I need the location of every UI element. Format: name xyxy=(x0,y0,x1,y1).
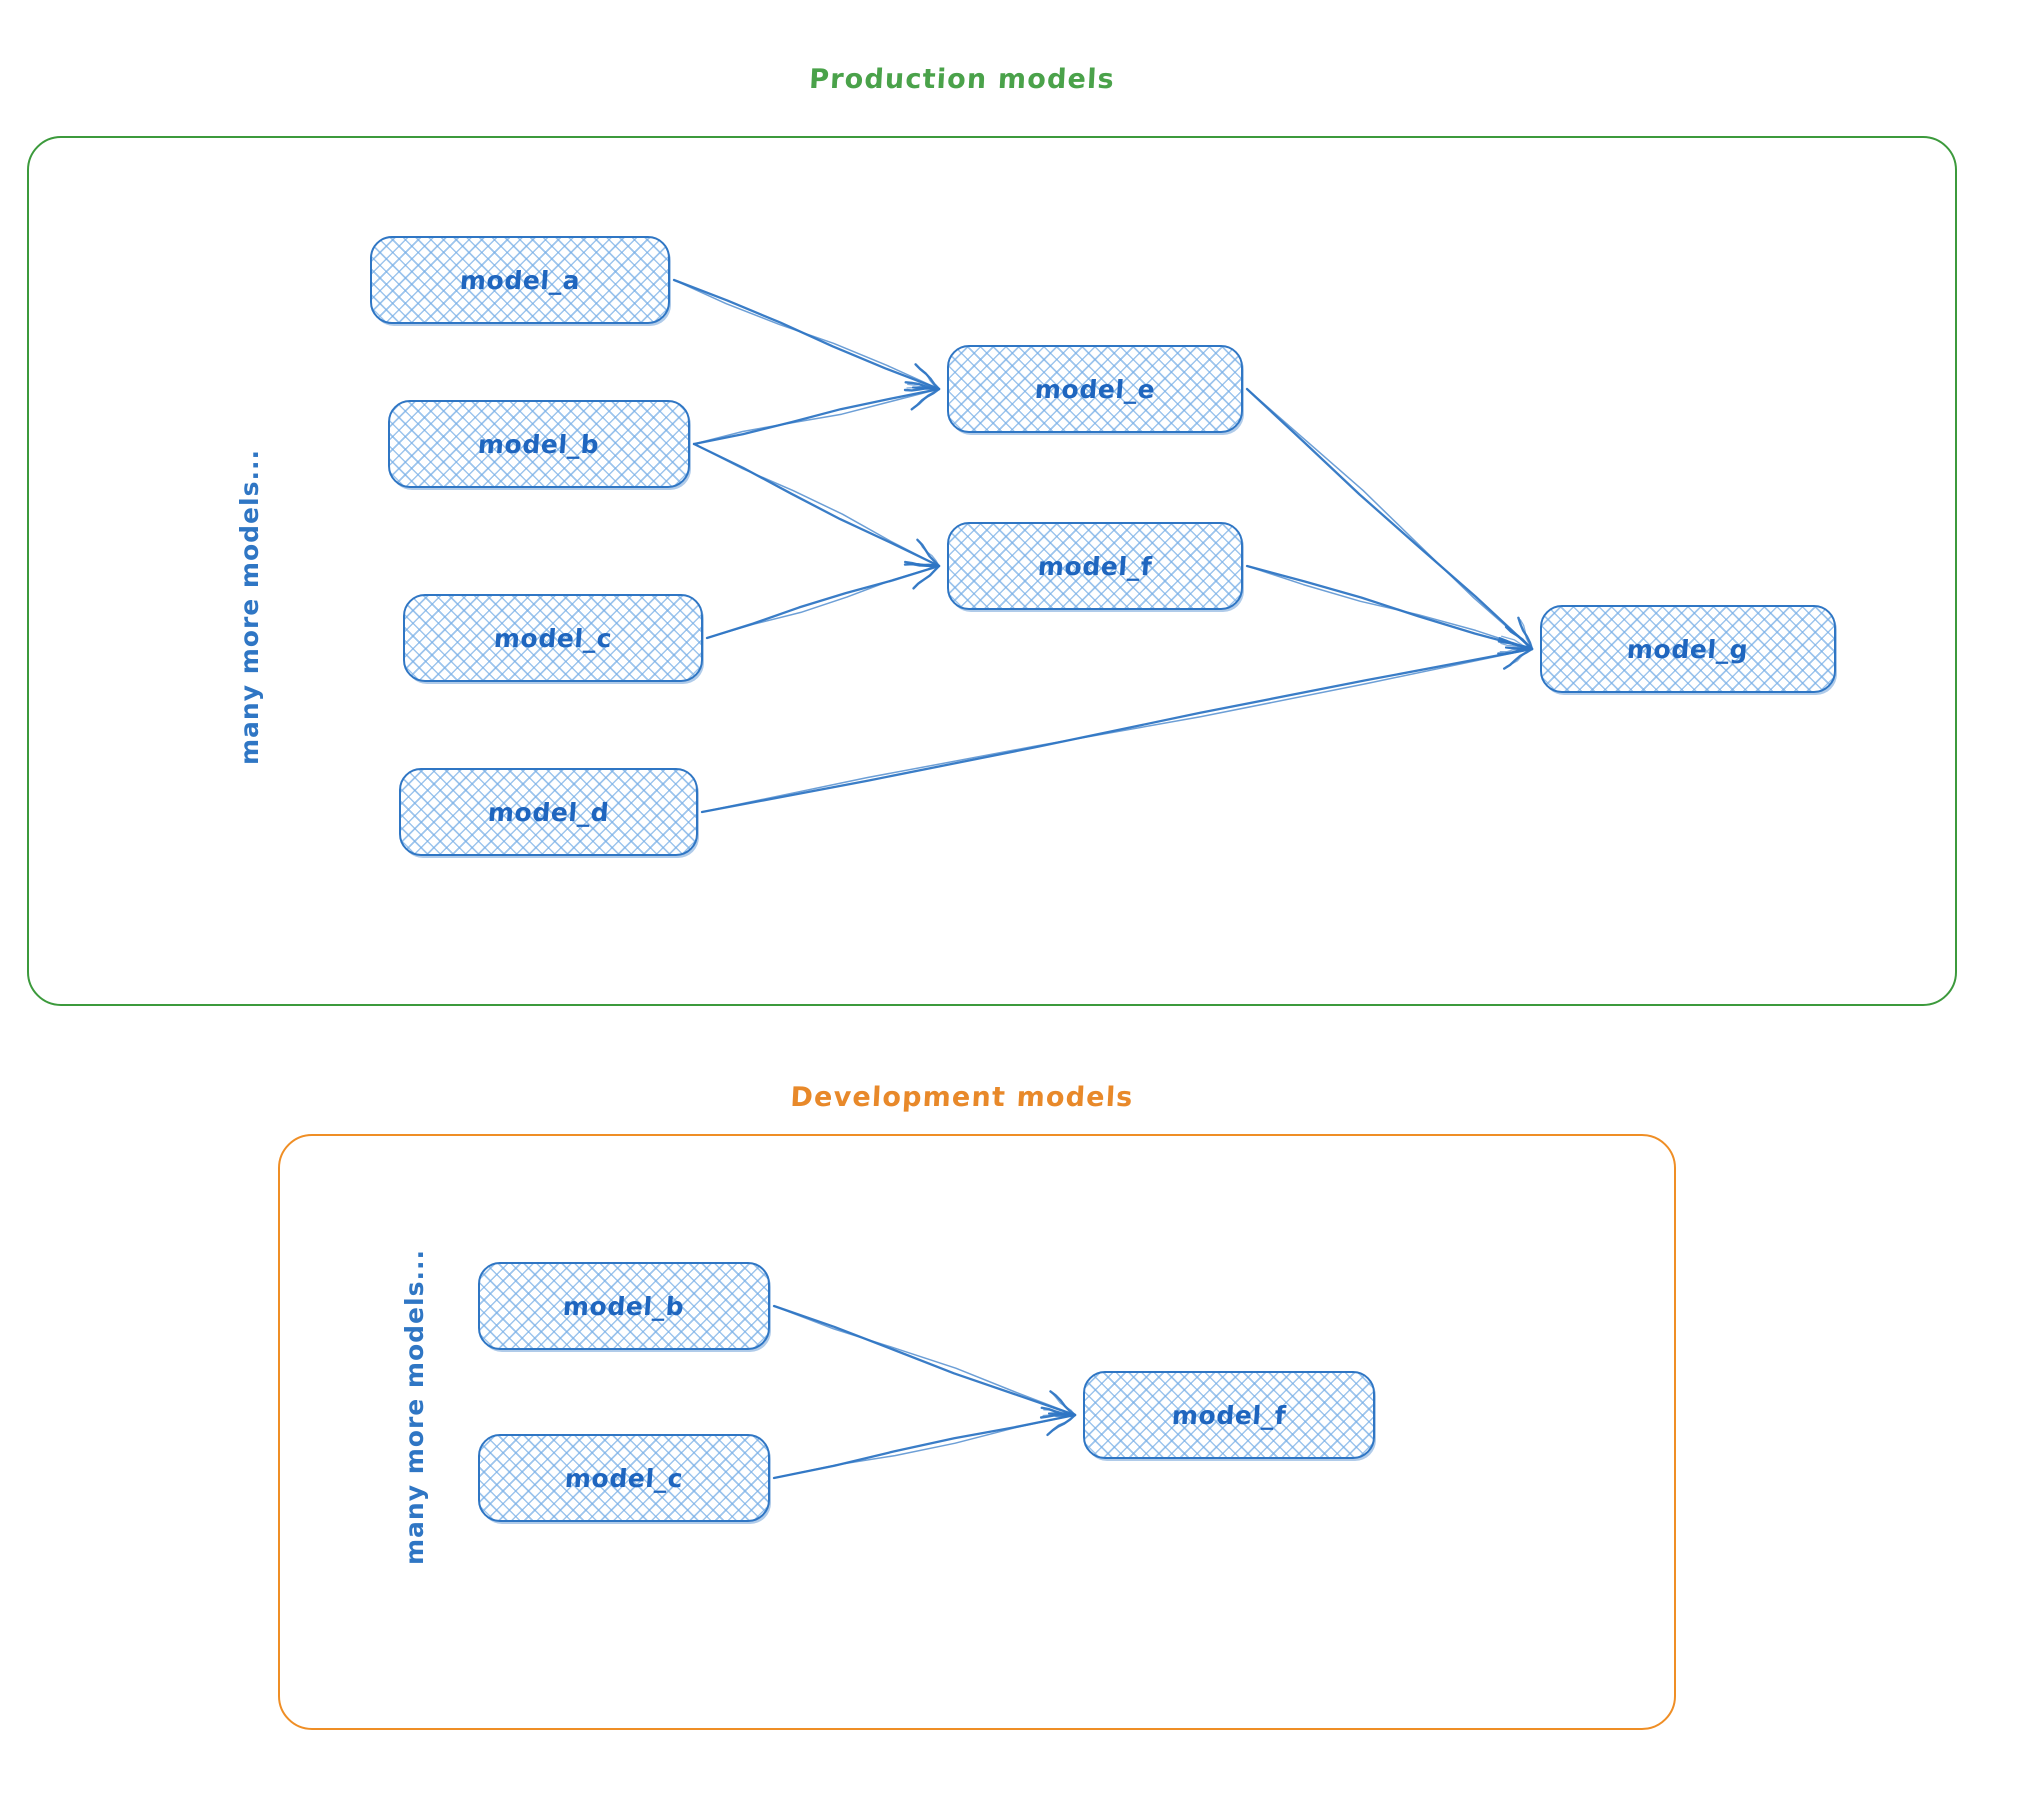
node-model_d[interactable]: model_d xyxy=(399,768,698,856)
node-label: model_e xyxy=(1033,374,1157,404)
node-dev_model_c[interactable]: model_c xyxy=(478,1434,770,1522)
development-group-container xyxy=(278,1134,1676,1730)
node-label: model_f xyxy=(1170,1400,1288,1430)
node-label: model_g xyxy=(1626,634,1750,664)
node-label: model_d xyxy=(486,797,611,827)
development-many-more-models-note: many more models... xyxy=(400,1249,429,1565)
node-label: model_b xyxy=(477,429,601,459)
production-group-title: Production models xyxy=(808,64,1116,95)
node-model_g[interactable]: model_g xyxy=(1540,605,1836,693)
node-dev_model_f[interactable]: model_f xyxy=(1083,1371,1375,1459)
node-label: model_b xyxy=(562,1291,686,1321)
production-group-container xyxy=(27,136,1957,1006)
development-group-title: Development models xyxy=(789,1082,1135,1113)
node-label: model_c xyxy=(492,623,614,653)
node-model_b[interactable]: model_b xyxy=(388,400,690,488)
node-label: model_f xyxy=(1036,551,1154,581)
node-model_f[interactable]: model_f xyxy=(947,522,1243,610)
node-dev_model_b[interactable]: model_b xyxy=(478,1262,770,1350)
node-model_a[interactable]: model_a xyxy=(370,236,670,324)
node-model_e[interactable]: model_e xyxy=(947,345,1243,433)
production-many-more-models-note: many more models... xyxy=(235,449,264,765)
node-label: model_a xyxy=(458,265,582,295)
node-label: model_c xyxy=(563,1463,685,1493)
node-model_c[interactable]: model_c xyxy=(403,594,703,682)
